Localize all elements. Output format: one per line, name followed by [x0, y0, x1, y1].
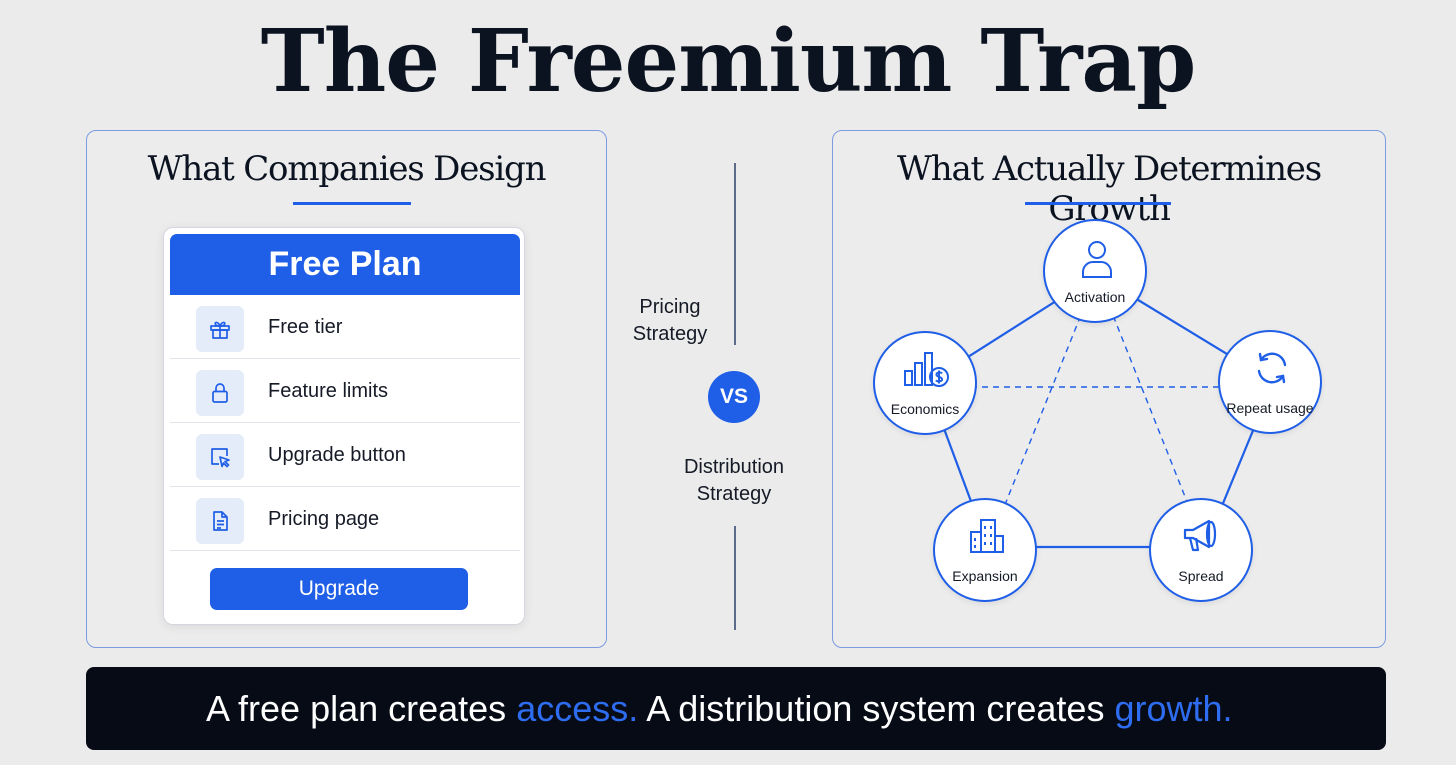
list-item-label: Free tier	[268, 316, 343, 338]
node-label: Expansion	[952, 568, 1018, 584]
megaphone-icon	[1183, 519, 1217, 552]
node-label: Spread	[1178, 568, 1224, 584]
node-activation: Activation	[1043, 219, 1147, 323]
card-header: Free Plan	[170, 234, 520, 295]
user-icon	[1082, 241, 1112, 278]
node-spread: Spread	[1149, 498, 1253, 602]
banner-highlight-access: access.	[516, 688, 639, 729]
banner-highlight-growth: growth.	[1114, 688, 1233, 729]
refresh-icon	[1257, 352, 1287, 384]
node-repeat-usage: Repeat usage	[1218, 330, 1322, 434]
node-label: Activation	[1064, 289, 1126, 305]
left-title-underline	[293, 202, 411, 205]
left-panel: What Companies Design Free Plan Free tie…	[86, 130, 607, 648]
list-item-free-tier: Free tier	[170, 295, 520, 359]
divider-bottom	[734, 526, 736, 630]
node-label: Economics	[890, 401, 960, 417]
buildings-icon	[970, 519, 1004, 553]
free-plan-card: Free Plan Free tier Feature limits	[163, 227, 525, 625]
divider-top	[734, 163, 736, 345]
list-item-pricing-page: Pricing page	[170, 487, 520, 551]
upgrade-button[interactable]: Upgrade	[210, 568, 468, 610]
node-expansion: Expansion	[933, 498, 1037, 602]
lock-icon	[196, 370, 244, 416]
vs-badge: VS	[708, 371, 760, 423]
list-item-label: Feature limits	[268, 380, 389, 402]
distribution-strategy-label: Distribution Strategy	[683, 456, 785, 505]
document-icon	[196, 498, 244, 544]
right-panel: What Actually Determines Growth Activati…	[832, 130, 1386, 648]
chart-dollar-icon	[904, 352, 949, 387]
list-item-label: Upgrade button	[268, 444, 406, 466]
right-title-underline	[1025, 202, 1171, 205]
left-panel-title: What Companies Design	[147, 149, 547, 189]
list-item-upgrade-button: Upgrade button	[170, 423, 520, 487]
list-item-feature-limits: Feature limits	[170, 359, 520, 423]
node-economics: Economics	[873, 331, 977, 435]
gift-icon	[196, 306, 244, 352]
right-panel-title: What Actually Determines Growth	[897, 149, 1322, 229]
pricing-strategy-label: Pricing Strategy	[632, 296, 708, 345]
conclusion-banner: A free plan creates access. A distributi…	[86, 667, 1386, 750]
page-title: The Freemium Trap	[260, 11, 1197, 112]
banner-text-2: A distribution system creates	[638, 688, 1115, 729]
list-item-label: Pricing page	[268, 508, 380, 530]
node-label: Repeat usage	[1226, 400, 1314, 416]
banner-text-1: A free plan creates	[206, 688, 517, 729]
cursor-click-icon	[196, 434, 244, 480]
